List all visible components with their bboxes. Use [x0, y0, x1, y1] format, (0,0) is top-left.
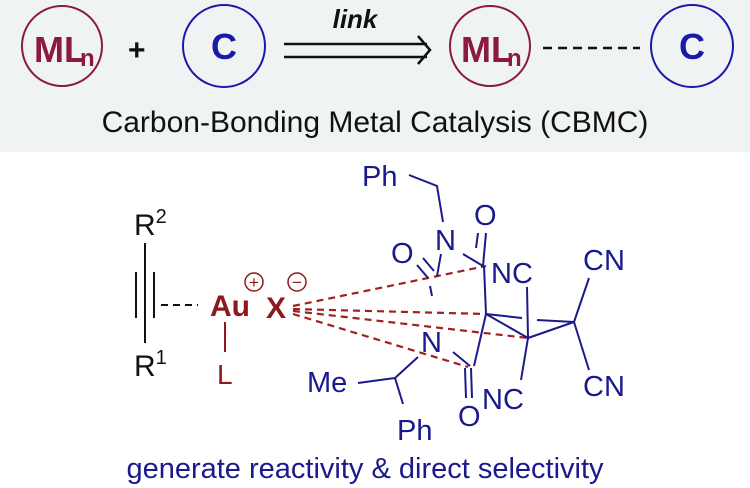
product-metal-circle: ML n	[449, 5, 531, 87]
acceptor-molecule-labels: Ph N O O N O Me Ph NC NC CN CN	[307, 161, 625, 447]
counterion-label: X	[266, 292, 286, 325]
ph-bottom-label: Ph	[397, 415, 432, 447]
carbon-circle: C	[182, 4, 266, 88]
n-bottom-label: N	[421, 327, 442, 359]
cn-top-label: CN	[583, 245, 625, 277]
gold-label: Au	[210, 290, 250, 323]
metal-ligand-circle: ML n	[21, 5, 103, 87]
svg-text:−: −	[292, 273, 302, 292]
svg-text:+: +	[249, 273, 259, 292]
r1-label: R1	[134, 347, 167, 383]
minus-charge: −	[287, 272, 307, 292]
metal-label: ML	[34, 29, 86, 70]
nc-top-label: NC	[491, 258, 533, 290]
product-metal-subscript: n	[507, 45, 522, 72]
arrow-label: link	[333, 4, 379, 34]
plus-charge: +	[244, 272, 264, 292]
ph-top-label: Ph	[362, 161, 397, 193]
alkyne-triple-bond	[135, 243, 155, 343]
footer-caption: generate reactivity & direct selectivity	[126, 453, 604, 485]
plus-sign: +	[128, 34, 146, 67]
me-label: Me	[307, 367, 347, 399]
product-metal-label: ML	[461, 29, 513, 70]
anion-pi-interactions	[292, 264, 529, 369]
carbon-label: C	[211, 26, 237, 67]
header-band	[0, 0, 750, 152]
n-top-label: N	[435, 225, 456, 257]
product-carbon-label: C	[679, 26, 705, 67]
nc-bottom-label: NC	[482, 384, 524, 416]
o-left-label: O	[391, 238, 414, 270]
cn-bottom-label: CN	[583, 371, 625, 403]
metal-subscript: n	[80, 45, 95, 72]
acceptor-molecule-bonds	[357, 174, 590, 405]
o-bottom-label: O	[458, 401, 481, 433]
link-arrow	[284, 35, 432, 65]
r2-label: R2	[134, 206, 167, 242]
product-carbon-circle: C	[650, 4, 734, 88]
ligand-label: L	[217, 359, 233, 390]
o-top-label: O	[474, 200, 497, 232]
header-caption: Carbon-Bonding Metal Catalysis (CBMC)	[102, 106, 649, 139]
